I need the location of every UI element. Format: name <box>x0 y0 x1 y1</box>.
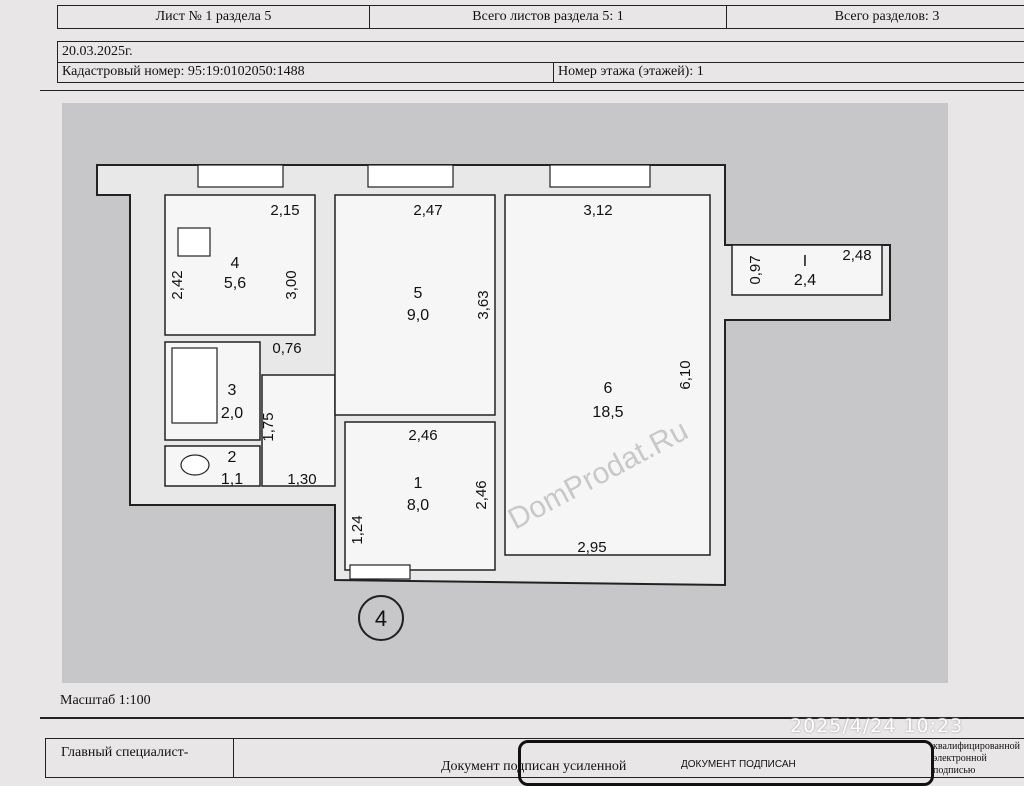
room-2 <box>164 445 261 487</box>
room-area: 5,6 <box>224 275 246 292</box>
dimension: 2,48 <box>842 247 871 264</box>
dimension: 6,10 <box>677 360 694 389</box>
dimension: 2,47 <box>413 202 442 219</box>
room-number: I <box>803 253 807 270</box>
toilet <box>180 454 210 476</box>
plan-frame <box>40 90 1024 718</box>
stove <box>177 227 211 257</box>
floor-number: Номер этажа (этажей): 1 <box>558 64 704 79</box>
room-1 <box>344 421 496 571</box>
room-number: 1 <box>414 475 423 492</box>
sections-total: Всего разделов: 3 <box>834 9 940 24</box>
room-area: 8,0 <box>407 497 429 514</box>
dimension: 2,46 <box>408 427 437 444</box>
plan-group: 4 5,6 5 9,0 6 18,5 3 2,0 2 1,1 1 8,0 I 2… <box>221 253 816 514</box>
window <box>367 164 454 188</box>
dimension: 2,15 <box>270 202 299 219</box>
dimension: 2,42 <box>169 270 186 299</box>
plan-group: 2,15 2,47 3,12 2,42 3,00 3,63 0,76 1,75 … <box>169 202 872 556</box>
dimension: 1,24 <box>349 515 366 544</box>
floor-plan-drawing: 4 DomProdat.Ru 4 5,6 5 9,0 6 18,5 3 2,0 … <box>96 164 891 641</box>
dimension: 2,95 <box>577 539 606 556</box>
divider <box>58 62 1024 63</box>
date: 20.03.2025г. <box>62 44 133 59</box>
room-number: 3 <box>228 382 237 399</box>
bathtub <box>171 347 218 424</box>
floor-plan: 4 DomProdat.Ru 4 5,6 5 9,0 6 18,5 3 2,0 … <box>62 103 948 683</box>
corridor <box>261 374 336 487</box>
room-number: 2 <box>228 449 237 466</box>
sheet-number: Лист № 1 раздела 5 <box>58 6 370 28</box>
entrance-number: 4 <box>375 606 387 631</box>
room-area: 2,4 <box>794 272 816 289</box>
dimension: 1,75 <box>260 412 277 441</box>
dimension: 3,63 <box>475 290 492 319</box>
room-area: 18,5 <box>592 404 623 421</box>
scale-row: Масштаб 1:100 <box>40 683 1024 719</box>
door <box>349 564 411 580</box>
plan-group <box>171 164 651 580</box>
signature-stamp: ДОКУМЕНТ ПОДПИСАН <box>518 740 934 786</box>
dimension: 1,30 <box>287 471 316 488</box>
info-table: 20.03.2025г. Кадастровый номер: 95:19:01… <box>57 41 1024 83</box>
sheets-total: Всего листов раздела 5: 1 <box>370 6 727 28</box>
dimension: 3,00 <box>283 270 300 299</box>
dimension: 3,12 <box>583 202 612 219</box>
window <box>197 164 284 188</box>
photo-timestamp: 2025/4/24 10:23 <box>790 715 964 737</box>
room-area: 1,1 <box>221 471 243 488</box>
scale: Масштаб 1:100 <box>60 693 151 708</box>
dimension: 2,46 <box>473 480 490 509</box>
header-table: Лист № 1 раздела 5 Всего листов раздела … <box>57 5 1024 29</box>
room-number: 4 <box>231 255 240 272</box>
room-area: 2,0 <box>221 405 243 422</box>
room-4 <box>164 194 316 336</box>
room-number: 5 <box>414 285 423 302</box>
room-number: 6 <box>604 380 613 397</box>
room-area: 9,0 <box>407 307 429 324</box>
room-6 <box>504 194 711 556</box>
plan-group <box>164 194 883 571</box>
cadastral-number: Кадастровый номер: 95:19:0102050:1488 <box>58 62 554 82</box>
room-5 <box>334 194 496 416</box>
dimension: 0,97 <box>747 255 764 284</box>
entrance-marker <box>358 595 404 641</box>
balcony <box>731 244 883 296</box>
stamp-text: ДОКУМЕНТ ПОДПИСАН <box>681 759 796 770</box>
position-title: Главный специалист- <box>46 739 234 777</box>
signature-text: квалифицированной электронной подписью <box>933 741 1020 776</box>
window <box>549 164 651 188</box>
dimension: 0,76 <box>272 340 301 357</box>
